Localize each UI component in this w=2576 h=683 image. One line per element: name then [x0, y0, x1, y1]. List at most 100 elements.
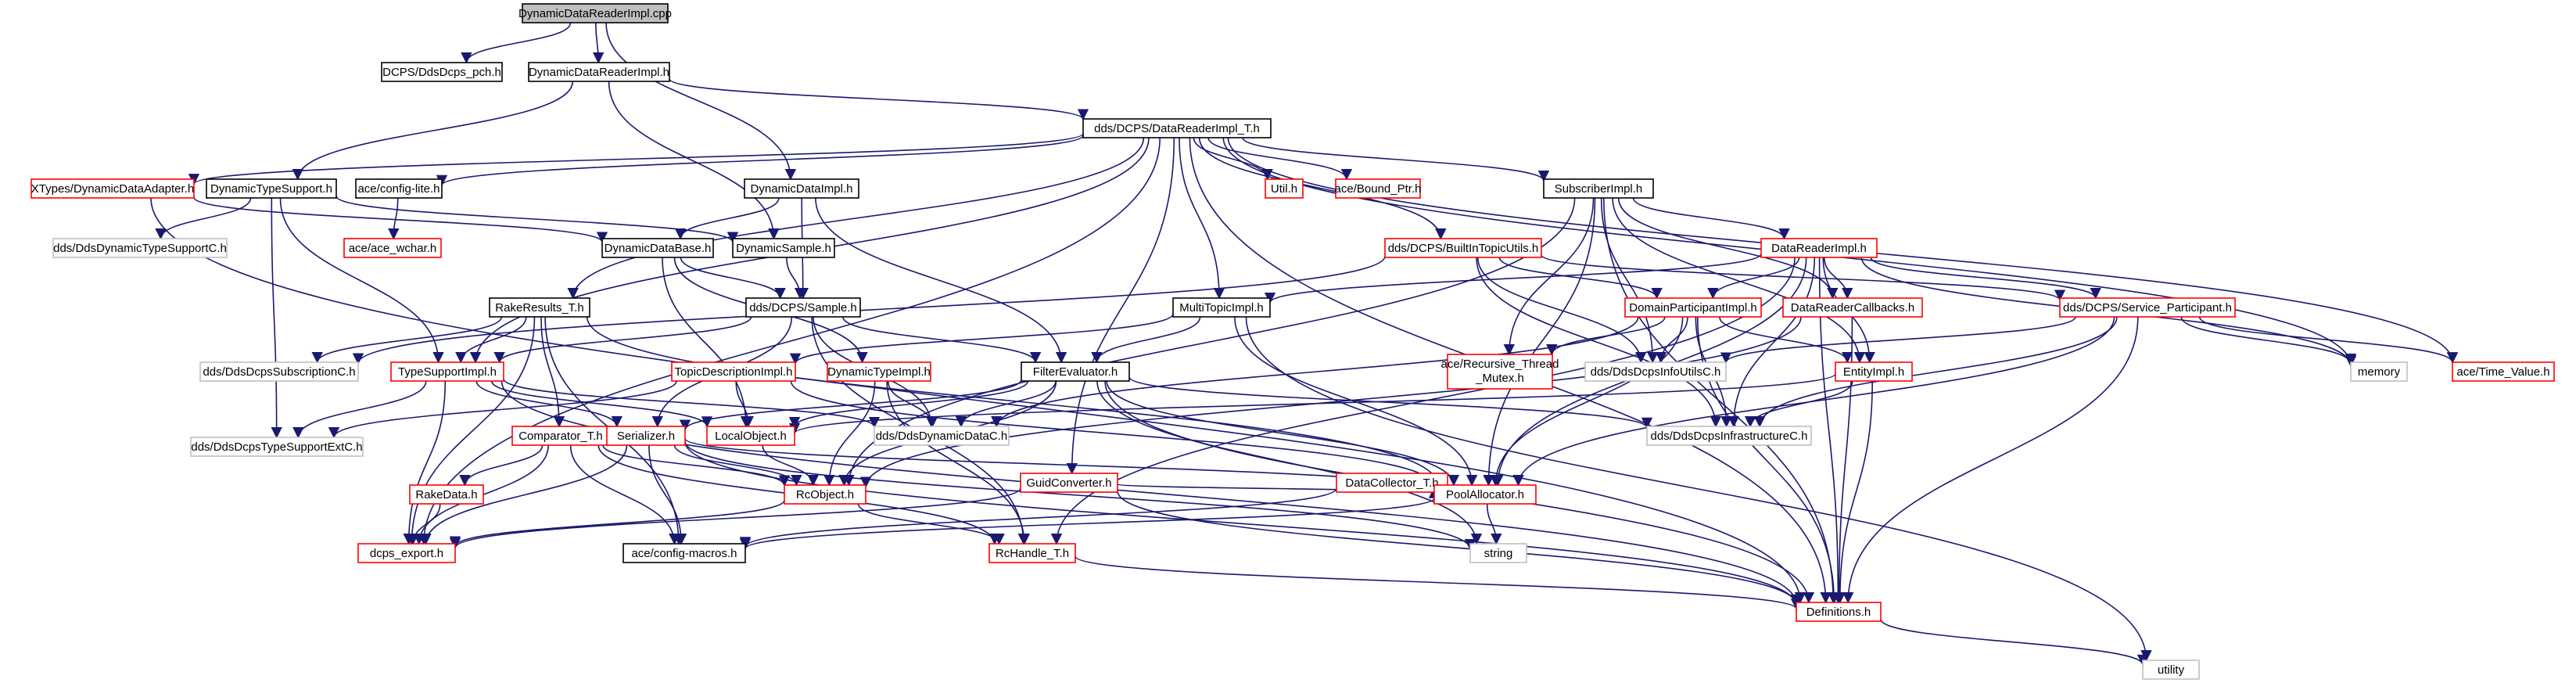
node-memory: memory: [2350, 361, 2408, 382]
node-label: SubscriberImpl.h: [1555, 182, 1643, 196]
edge-rake-to-comp: [540, 316, 565, 428]
node-tsext: dds/DdsDcpsTypeSupportExtC.h: [190, 437, 364, 457]
node-box: [1796, 602, 1882, 622]
edge-bito-to-svcp: [1541, 253, 2065, 301]
node-entity[interactable]: EntityImpl.h: [1835, 361, 1913, 382]
node-bound[interactable]: ace/Bound_Ptr.h: [1335, 178, 1422, 199]
node-aceconf[interactable]: ace/config-lite.h: [355, 178, 443, 199]
edge-sample-to-tsi: [493, 316, 752, 364]
node-rake[interactable]: RakeResults_T.h: [489, 297, 590, 318]
node-box: [2142, 660, 2200, 680]
edge-root-to-ddrih: [592, 22, 605, 64]
node-drc[interactable]: DataReaderCallbacks.h: [1782, 297, 1923, 318]
node-label: DynamicTypeSupport.h: [210, 182, 332, 196]
node-label: Definitions.h: [1806, 606, 1871, 619]
edge-bito-to-infra: [1476, 257, 1722, 428]
edge-guid-to-defs: [1117, 491, 1803, 606]
node-tsi[interactable]: TypeSupportImpl.h: [390, 361, 504, 382]
edge-svcp-to-infra: [1753, 316, 2118, 428]
node-rch[interactable]: RcHandle_T.h: [988, 543, 1076, 563]
node-label: TopicDescriptionImpl.h: [675, 365, 793, 379]
node-ddih[interactable]: DynamicDataImpl.h: [744, 178, 859, 199]
node-dpi[interactable]: DomainParticipantImpl.h: [1624, 297, 1762, 318]
node-label: DynamicTypeImpl.h: [827, 365, 931, 379]
node-rco[interactable]: RcObject.h: [784, 484, 866, 505]
node-box: [784, 484, 866, 505]
edge-ddrih-to-dsample: [608, 81, 780, 240]
node-label: Serializer.h: [617, 430, 675, 443]
node-label: dds/DCPS/Sample.h: [749, 301, 857, 315]
node-box: [2059, 297, 2236, 318]
edges-layer: [150, 22, 2459, 667]
node-box: [355, 178, 443, 199]
node-label: memory: [2358, 365, 2401, 379]
node-defs[interactable]: Definitions.h: [1796, 602, 1882, 622]
node-label: EntityImpl.h: [1843, 365, 1904, 379]
edge-rake-to-ddsubc: [311, 316, 503, 364]
node-box: [1624, 297, 1762, 318]
edge-dts-to-tsi: [279, 197, 444, 364]
node-guid[interactable]: GuidConverter.h: [1020, 473, 1118, 493]
edge-drit-to-dcpsexp: [418, 137, 1161, 545]
node-dti[interactable]: DynamicTypeImpl.h: [827, 361, 931, 382]
node-ddb[interactable]: DynamicDataBase.h: [601, 238, 714, 258]
node-box: [988, 543, 1076, 563]
node-tdi[interactable]: TopicDescriptionImpl.h: [671, 361, 796, 382]
node-ddtsc: dds/DdsDynamicTypeSupportC.h: [52, 238, 228, 258]
edge-fe-to-infra: [1128, 376, 1652, 430]
node-bito[interactable]: dds/DCPS/BuiltInTopicUtils.h: [1384, 238, 1542, 258]
node-xtypes[interactable]: XTypes/DynamicDataAdapter.h: [30, 178, 195, 199]
node-dc[interactable]: DataCollector_T.h: [1336, 473, 1448, 493]
node-dcpsexp[interactable]: dcps_export.h: [357, 543, 456, 563]
node-ser[interactable]: Serializer.h: [606, 426, 686, 446]
edge-ser-to-dcpsexp: [420, 444, 628, 545]
edge-tsi-to-tsext: [292, 380, 427, 439]
edge-bito-to-ddsubc: [353, 256, 1386, 365]
edge-dpi-to-entity: [1719, 316, 1853, 364]
edge-multi-to-utility: [1245, 316, 2152, 662]
node-util[interactable]: Util.h: [1265, 178, 1304, 199]
node-acecm[interactable]: ace/config-macros.h: [622, 543, 746, 563]
node-svcp[interactable]: dds/DCPS/Service_Participant.h: [2059, 297, 2236, 318]
node-label: dds/DdsDynamicDataC.h: [876, 430, 1007, 443]
node-sample[interactable]: dds/DCPS/Sample.h: [745, 297, 861, 318]
node-comp[interactable]: Comparator_T.h: [511, 426, 610, 446]
node-label: TypeSupportImpl.h: [398, 365, 497, 379]
edge-lo-to-rco: [762, 444, 819, 487]
node-label: ace/Recursive_Thread_Mutex.h: [1441, 358, 1559, 385]
node-rakedata[interactable]: RakeData.h: [409, 484, 484, 505]
node-ddrih[interactable]: DynamicDataReaderImpl.h: [528, 62, 670, 82]
edge-drit-to-bito: [1198, 137, 1447, 240]
edge-comp-to-rakedata: [459, 444, 544, 487]
node-label: ace/Bound_Ptr.h: [1335, 182, 1422, 196]
node-multi[interactable]: MultiTopicImpl.h: [1172, 297, 1271, 318]
node-box: [1447, 354, 1553, 390]
node-dcpspch[interactable]: DCPS/DdsDcps_pch.h: [381, 62, 503, 82]
node-timev[interactable]: ace/Time_Value.h: [2452, 361, 2555, 382]
node-label: DomainParticipantImpl.h: [1629, 301, 1756, 315]
edge-dri-to-svcp: [1870, 257, 2101, 300]
node-box: [343, 238, 442, 258]
node-box: [522, 3, 669, 23]
node-dts[interactable]: DynamicTypeSupport.h: [206, 178, 337, 199]
node-rtm[interactable]: ace/Recursive_Thread_Mutex.h: [1441, 354, 1559, 390]
node-box: [30, 178, 195, 199]
node-box: [1760, 238, 1878, 258]
node-dri[interactable]: DataReaderImpl.h: [1760, 238, 1878, 258]
node-subimpl[interactable]: SubscriberImpl.h: [1543, 178, 1654, 199]
node-pool[interactable]: PoolAllocator.h: [1433, 484, 1537, 505]
node-box: [1469, 543, 1527, 563]
node-fe[interactable]: FilterEvaluator.h: [1021, 361, 1130, 382]
node-box: [1021, 361, 1130, 382]
node-dsample[interactable]: DynamicSample.h: [732, 238, 835, 258]
edge-svcp-to-infoutil: [1720, 316, 2076, 364]
node-drit[interactable]: dds/DCPS/DataReaderImpl_T.h: [1082, 118, 1272, 138]
node-acewchar[interactable]: ace/ace_wchar.h: [343, 238, 442, 258]
node-infoutil: dds/DdsDcpsInfoUtilsC.h: [1584, 361, 1727, 382]
node-box: [745, 297, 861, 318]
node-label: LocalObject.h: [715, 430, 787, 443]
node-lo[interactable]: LocalObject.h: [706, 426, 795, 446]
node-label: RcHandle_T.h: [996, 547, 1069, 560]
node-box: [1782, 297, 1923, 318]
node-root[interactable]: DynamicDataReaderImpl.cpp: [518, 3, 672, 23]
